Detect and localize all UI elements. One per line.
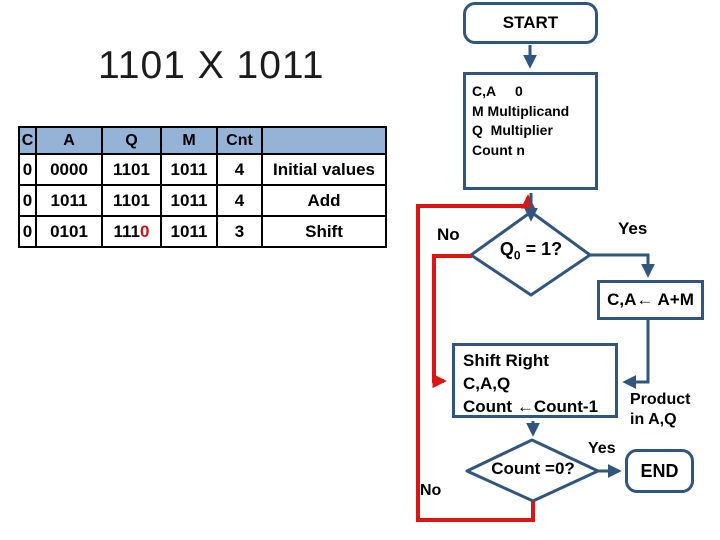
q0-decision-diamond (469, 210, 592, 297)
init-line: M Multiplicand (472, 102, 570, 119)
loop-no-connector (416, 194, 536, 522)
add-label: C,A← A+M (607, 290, 694, 309)
init-line: C,A 0 (472, 83, 523, 99)
shifted-out-bit: 0 (140, 221, 150, 241)
table-row: 0 0101 1110 1011 3 Shift (18, 215, 387, 248)
no-label-bottom: No (420, 482, 442, 499)
shift-line: C,A,Q (463, 374, 511, 393)
col-header-q: Q (101, 126, 162, 155)
col-header-cnt: Cnt (216, 126, 263, 155)
cell-m: 1011 (160, 215, 218, 248)
col-header-m: M (160, 126, 218, 155)
add-process-box: C,A← A+M (597, 280, 704, 320)
cell-note: Initial values (261, 153, 387, 186)
cell-c: 0 (18, 184, 37, 217)
cell-cnt: 4 (216, 153, 263, 186)
shift-line: Count ←Count-1 (463, 397, 599, 416)
end-label: END (640, 460, 679, 481)
cell-c: 0 (18, 215, 37, 248)
page-title: 1101 X 1011 (98, 44, 325, 87)
yes-label-bottom: Yes (588, 440, 616, 457)
count-decision-label: Count =0? (491, 459, 575, 478)
cell-c: 0 (18, 153, 37, 186)
cell-a: 0101 (35, 215, 103, 248)
col-header-note (261, 126, 387, 155)
q0-no-connector (432, 254, 472, 389)
cell-q: 1110 (101, 215, 162, 248)
table-row: 0 0000 1101 1011 4 Initial values (18, 153, 387, 186)
cell-m: 1011 (160, 153, 218, 186)
trace-table: C A Q M Cnt 0 0000 1101 1011 4 Initial v… (18, 126, 387, 248)
table-header-row: C A Q M Cnt (18, 126, 387, 155)
col-header-c: C (18, 126, 37, 155)
start-label: START (502, 13, 559, 32)
init-line: Count n (472, 141, 525, 158)
start-terminator: START (463, 2, 598, 44)
cell-m: 1011 (160, 184, 218, 217)
shift-process-box: Shift Right C,A,Q Count ←Count-1 (452, 343, 618, 418)
cell-cnt: 3 (216, 215, 263, 248)
cell-a: 1011 (35, 184, 103, 217)
product-note-line: Product (630, 391, 691, 408)
no-label-top: No (437, 225, 460, 244)
yes-label-top: Yes (618, 219, 648, 238)
init-process-box: C,A 0 M Multiplicand Q Multiplier Count … (463, 72, 598, 190)
cell-q: 1101 (101, 184, 162, 217)
q0-decision-label: Q0 = 1? (499, 239, 563, 263)
col-header-a: A (35, 126, 103, 155)
cell-a: 0000 (35, 153, 103, 186)
cell-q: 1101 (101, 153, 162, 186)
cell-cnt: 4 (216, 184, 263, 217)
init-line: Q Multiplier (472, 122, 553, 138)
product-note: Product in A,Q (630, 390, 690, 430)
end-terminator: END (625, 449, 694, 493)
q0-yes-connector (590, 253, 655, 278)
table-row: 0 1011 1101 1011 4 Add (18, 184, 387, 217)
add-to-shift-connector (622, 320, 650, 389)
cell-note: Add (261, 184, 387, 217)
product-note-line: in A,Q (630, 411, 677, 428)
cell-note: Shift (261, 215, 387, 248)
shift-line: Shift Right (463, 351, 549, 370)
